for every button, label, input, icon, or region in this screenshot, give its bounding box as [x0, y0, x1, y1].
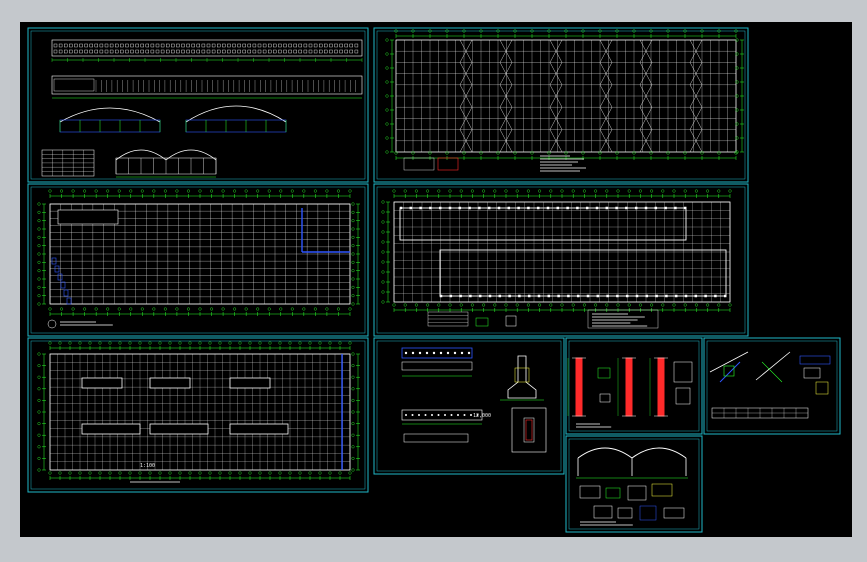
sheet-connection-details	[703, 337, 841, 435]
sheet-foundation-plan	[373, 183, 749, 337]
cad-drawing-canvas[interactable]	[20, 22, 852, 537]
sheet-purlin-layout-plan	[27, 337, 369, 493]
sheet-frame-details	[565, 435, 703, 533]
sheet-elevations-and-sections	[27, 27, 369, 183]
scale-label: 1:100	[140, 463, 156, 469]
cad-drawing-viewport[interactable]: 12,000 1:100	[20, 22, 852, 537]
sheet-foundation-details	[373, 337, 565, 475]
sheet-column-details	[565, 337, 703, 435]
dimension-label: 12,000	[473, 413, 492, 419]
sheet-column-grid-plan	[27, 183, 369, 337]
sheet-roof-bracing-plan	[373, 27, 749, 183]
